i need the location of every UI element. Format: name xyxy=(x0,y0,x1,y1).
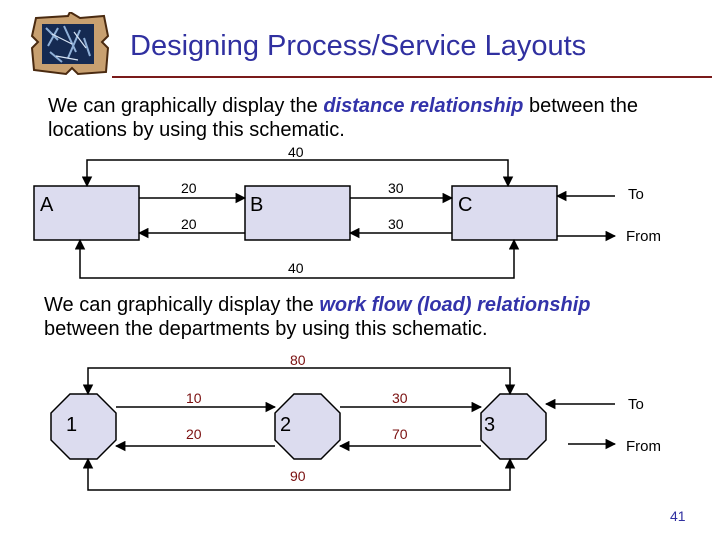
c-to-b-value: 30 xyxy=(388,216,404,232)
d2-to-d3-value: 30 xyxy=(392,390,408,406)
page-number: 41 xyxy=(670,508,686,524)
location-b-label: B xyxy=(250,194,264,216)
distance-intro-emphasis: distance relationship xyxy=(323,95,524,117)
bottom-flow-line xyxy=(82,457,516,491)
department-2-label: 2 xyxy=(280,414,292,436)
flow-to-label: To xyxy=(628,396,644,413)
a-to-b-value: 20 xyxy=(181,180,197,196)
d3-to-d2-value: 70 xyxy=(392,426,408,442)
distance-intro-before: We can graphically display the xyxy=(48,95,324,117)
bottom-distance-value: 40 xyxy=(288,260,304,276)
bottom-flow-value: 90 xyxy=(290,468,306,484)
puzzle-piece-logo-icon xyxy=(30,12,110,76)
department-3-octagon xyxy=(480,393,547,460)
title-rule xyxy=(112,76,712,78)
distance-to-label: To xyxy=(628,186,644,203)
b-to-a-value: 20 xyxy=(181,216,197,232)
flow-from-label: From xyxy=(626,438,661,455)
d2-to-d1-value: 20 xyxy=(186,426,202,442)
page-title: Designing Process/Service Layouts xyxy=(130,30,587,62)
workflow-intro-after: between the departments by using this sc… xyxy=(44,318,488,340)
d1-to-d2-value: 10 xyxy=(186,390,202,406)
location-c-label: C xyxy=(458,194,473,216)
top-distance-value: 40 xyxy=(288,144,304,160)
department-1-label: 1 xyxy=(66,414,78,436)
workflow-intro-before: We can graphically display the xyxy=(44,294,320,316)
location-a-label: A xyxy=(40,194,54,216)
distance-intro-text: We can graphically display the distance … xyxy=(48,94,648,142)
bottom-distance-line xyxy=(74,238,520,279)
top-flow-line xyxy=(82,367,516,396)
distance-from-label: From xyxy=(626,228,661,245)
department-1-octagon xyxy=(50,393,117,460)
department-3-label: 3 xyxy=(484,414,496,436)
top-distance-line xyxy=(81,159,514,188)
top-flow-value: 80 xyxy=(290,352,306,368)
workflow-intro-emphasis: work flow (load) relationship xyxy=(319,294,591,316)
workflow-intro-text: We can graphically display the work flow… xyxy=(44,293,614,341)
distance-intro-after: between the locations by using this sche… xyxy=(48,95,638,141)
location-c-box xyxy=(451,185,558,241)
b-to-c-value: 30 xyxy=(388,180,404,196)
location-b-box xyxy=(244,185,351,241)
location-a-box xyxy=(33,185,140,241)
